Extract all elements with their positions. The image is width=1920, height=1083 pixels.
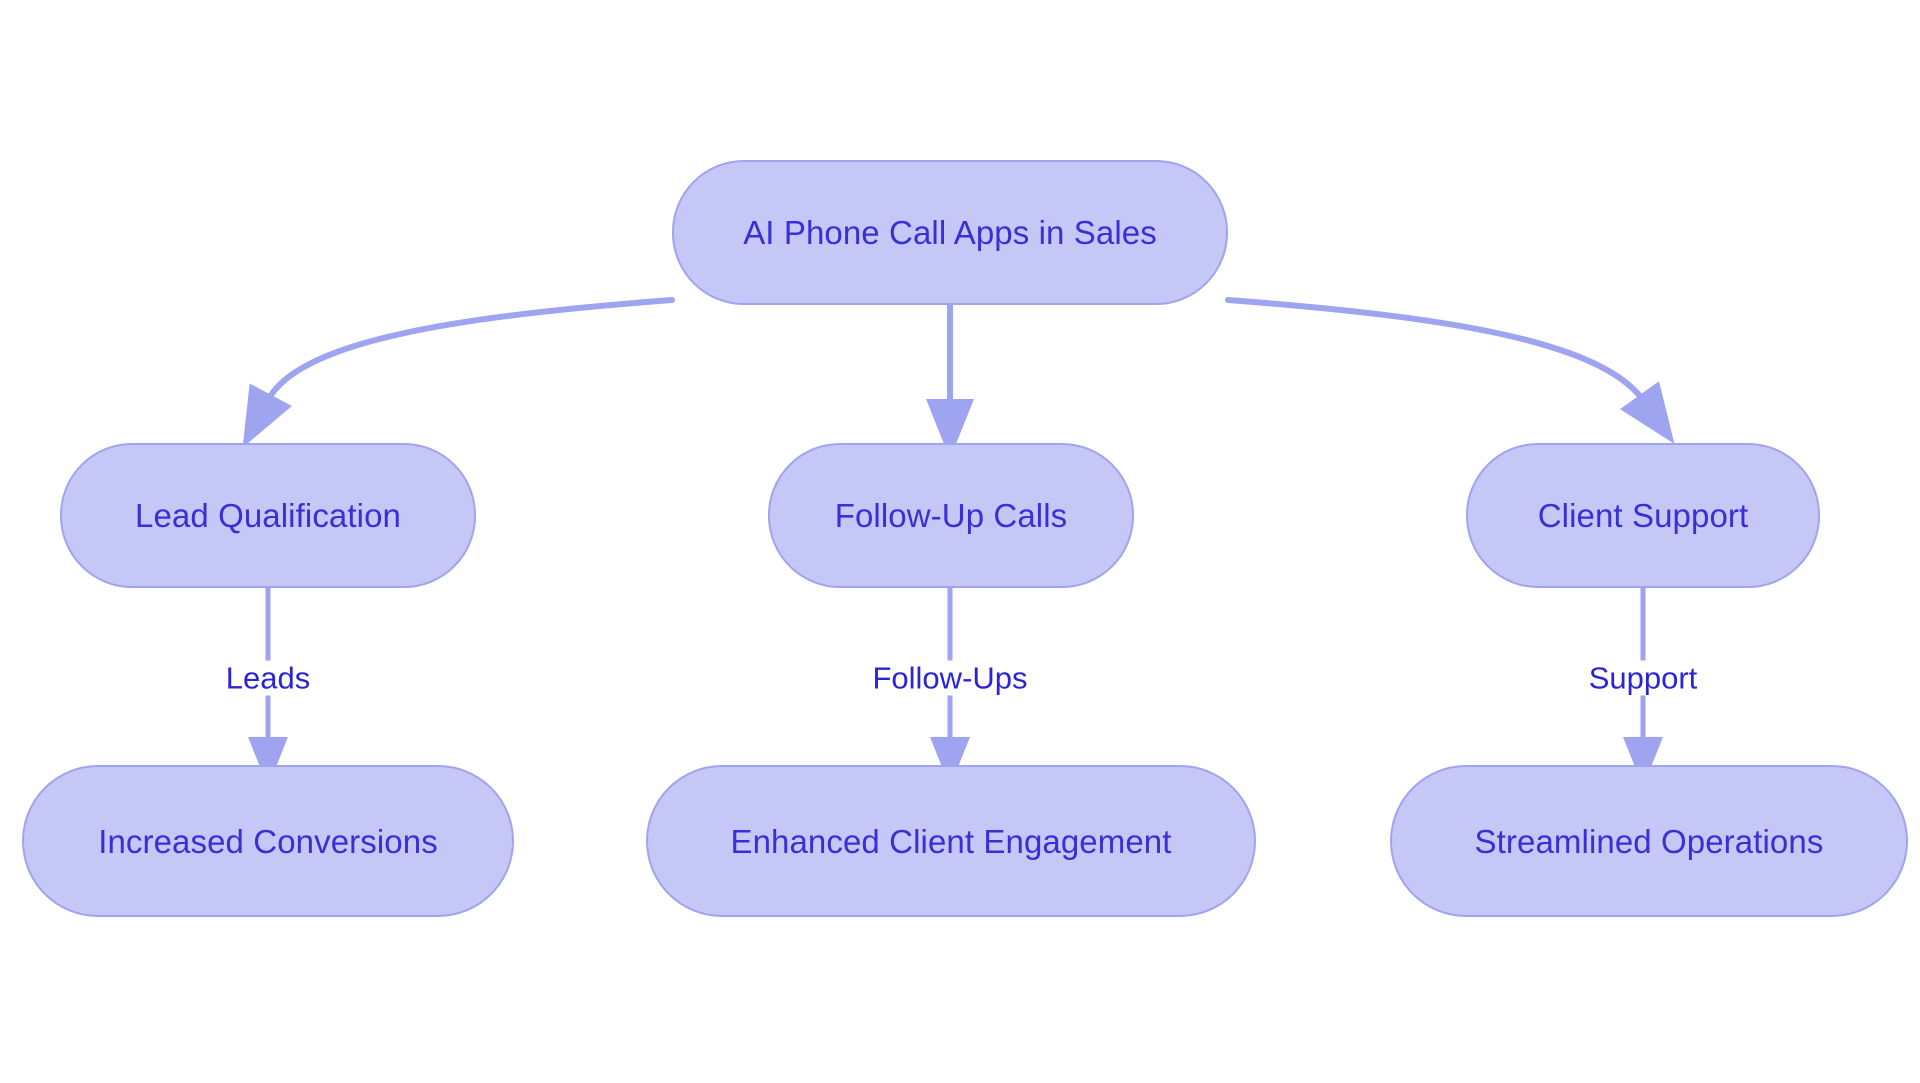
node-streamlined-operations[interactable]: Streamlined Operations [1390, 765, 1908, 917]
edge-label-follow-ups: Follow-Ups [864, 660, 1036, 696]
node-follow-up-calls-label: Follow-Up Calls [834, 497, 1068, 534]
node-increased-conversions[interactable]: Increased Conversions [22, 765, 514, 917]
node-enhanced-client-engagement[interactable]: Enhanced Client Engagement [646, 765, 1256, 917]
node-streamlined-operations-label: Streamlined Operations [1474, 822, 1824, 860]
node-root-label: AI Phone Call Apps in Sales [743, 214, 1157, 251]
node-lead-qualification-label: Lead Qualification [135, 497, 401, 534]
node-lead-qualification[interactable]: Lead Qualification [60, 443, 476, 588]
edge-root-to-lead [242, 297, 675, 448]
edge-label-leads: Leads [217, 660, 319, 696]
node-client-support[interactable]: Client Support [1466, 443, 1820, 588]
edge-label-support: Support [1580, 660, 1706, 696]
node-root[interactable]: AI Phone Call Apps in Sales [672, 160, 1228, 305]
node-client-support-label: Client Support [1537, 497, 1749, 534]
node-increased-conversions-label: Increased Conversions [98, 822, 438, 860]
edge-root-to-support [1225, 297, 1675, 444]
node-enhanced-client-engagement-label: Enhanced Client Engagement [730, 822, 1172, 860]
node-follow-up-calls[interactable]: Follow-Up Calls [768, 443, 1134, 588]
